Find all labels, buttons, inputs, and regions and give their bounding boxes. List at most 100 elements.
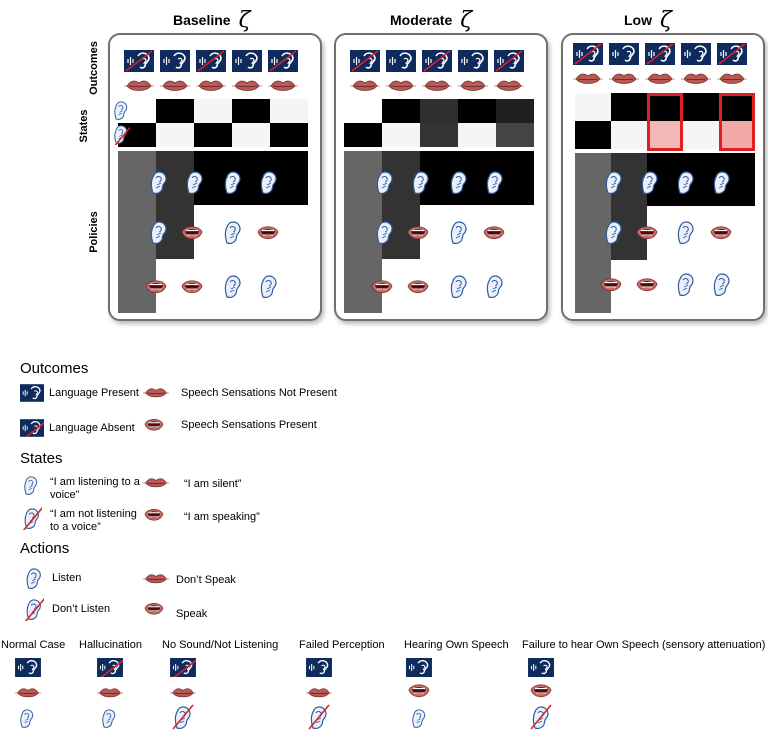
lips-icon xyxy=(196,78,226,94)
highlight-box xyxy=(719,93,755,151)
ear-icon xyxy=(97,658,123,677)
lips-icon xyxy=(124,78,154,94)
states-matrix-low xyxy=(575,93,755,149)
ear-icon xyxy=(422,50,452,72)
mouth-icon xyxy=(482,223,506,243)
zeta-symbol: ζ xyxy=(238,8,251,33)
legend-heading-actions: Actions xyxy=(20,540,70,557)
mouth-icon xyxy=(144,277,168,297)
states-matrix-moderate xyxy=(344,99,534,147)
hand-icon xyxy=(639,169,661,195)
ear-icon xyxy=(232,50,262,72)
ear-icon xyxy=(681,43,711,65)
mouth-icon xyxy=(180,223,204,243)
ear-icon xyxy=(160,50,190,72)
legend-action-listen: Listen xyxy=(52,572,82,584)
example-label: Hallucination xyxy=(79,639,142,651)
ear-icon xyxy=(645,43,675,65)
lips-icon xyxy=(681,71,711,87)
hand-icon xyxy=(308,704,330,730)
mouth-icon xyxy=(180,277,204,297)
legend-state-not-listening: “I am not listening to a voice” xyxy=(50,508,137,533)
lips-icon xyxy=(609,71,639,87)
lips-icon xyxy=(422,78,452,94)
lips-icon xyxy=(717,71,747,87)
hand-icon xyxy=(711,271,733,297)
ear-icon xyxy=(15,658,41,677)
hand-icon xyxy=(222,273,244,299)
hand-icon xyxy=(172,704,194,730)
example-label: Normal Case xyxy=(1,639,66,651)
mouth-icon xyxy=(143,600,165,618)
hand-icon xyxy=(112,123,130,145)
mouth-icon xyxy=(406,223,430,243)
hand-icon xyxy=(18,707,36,729)
ear-icon xyxy=(20,384,44,402)
ear-icon xyxy=(609,43,639,65)
legend-heading-states: States xyxy=(20,450,63,467)
row-label-policies: Policies xyxy=(88,211,100,253)
example-label: Failed Perception xyxy=(299,639,385,651)
ear-icon xyxy=(20,419,44,437)
mouth-icon xyxy=(709,223,733,243)
zeta-symbol: ζ xyxy=(460,8,473,33)
lips-icon xyxy=(306,686,332,700)
legend-action-dont-listen: Don’t Listen xyxy=(52,603,111,615)
example-label: Hearing Own Speech xyxy=(404,639,509,651)
mouth-icon xyxy=(143,416,165,434)
mouth-icon xyxy=(143,506,165,524)
legend-language-absent: Language Absent xyxy=(49,422,135,434)
hand-icon xyxy=(448,273,470,299)
ear-icon xyxy=(386,50,416,72)
lips-icon xyxy=(143,386,169,400)
hand-icon xyxy=(24,597,44,621)
ear-icon xyxy=(717,43,747,65)
legend-action-speak: Speak xyxy=(176,608,208,620)
legend-heading-outcomes: Outcomes xyxy=(20,360,89,377)
hand-icon xyxy=(410,169,432,195)
hand-icon xyxy=(675,219,697,245)
hand-icon xyxy=(374,169,396,195)
ear-icon xyxy=(573,43,603,65)
legend-action-dont-speak: Don’t Speak xyxy=(176,574,236,586)
lips-icon xyxy=(15,686,41,700)
lips-icon xyxy=(268,78,298,94)
hand-icon xyxy=(410,707,428,729)
legend-speech-present: Speech Sensations Present xyxy=(181,419,317,431)
lips-icon xyxy=(160,78,190,94)
hand-icon xyxy=(100,707,118,729)
mouth-icon xyxy=(635,275,659,295)
ear-icon xyxy=(306,658,332,677)
hand-icon xyxy=(148,219,170,245)
ear-icon xyxy=(268,50,298,72)
hand-icon xyxy=(603,219,625,245)
mouth-icon xyxy=(256,223,280,243)
mouth-icon xyxy=(370,277,394,297)
hand-icon xyxy=(222,219,244,245)
ear-icon xyxy=(170,658,196,677)
panel-low xyxy=(561,33,765,321)
hand-icon xyxy=(222,169,244,195)
legend-speech-not-present: Speech Sensations Not Present xyxy=(181,387,337,399)
mouth-icon xyxy=(529,681,553,701)
lips-icon xyxy=(645,71,675,87)
ear-icon xyxy=(350,50,380,72)
mouth-icon xyxy=(406,277,430,297)
row-label-states: States xyxy=(78,109,90,143)
example-label: No Sound/Not Listening xyxy=(162,639,279,651)
lips-icon xyxy=(143,476,169,490)
hand-icon xyxy=(258,169,280,195)
row-label-outcomes: Outcomes xyxy=(88,41,100,95)
ear-icon xyxy=(458,50,488,72)
hand-icon xyxy=(24,566,44,590)
lips-icon xyxy=(573,71,603,87)
lips-icon xyxy=(458,78,488,94)
hand-icon xyxy=(675,271,697,297)
states-matrix-baseline xyxy=(118,99,308,147)
hand-icon xyxy=(484,169,506,195)
lips-icon xyxy=(494,78,524,94)
ear-icon xyxy=(528,658,554,677)
